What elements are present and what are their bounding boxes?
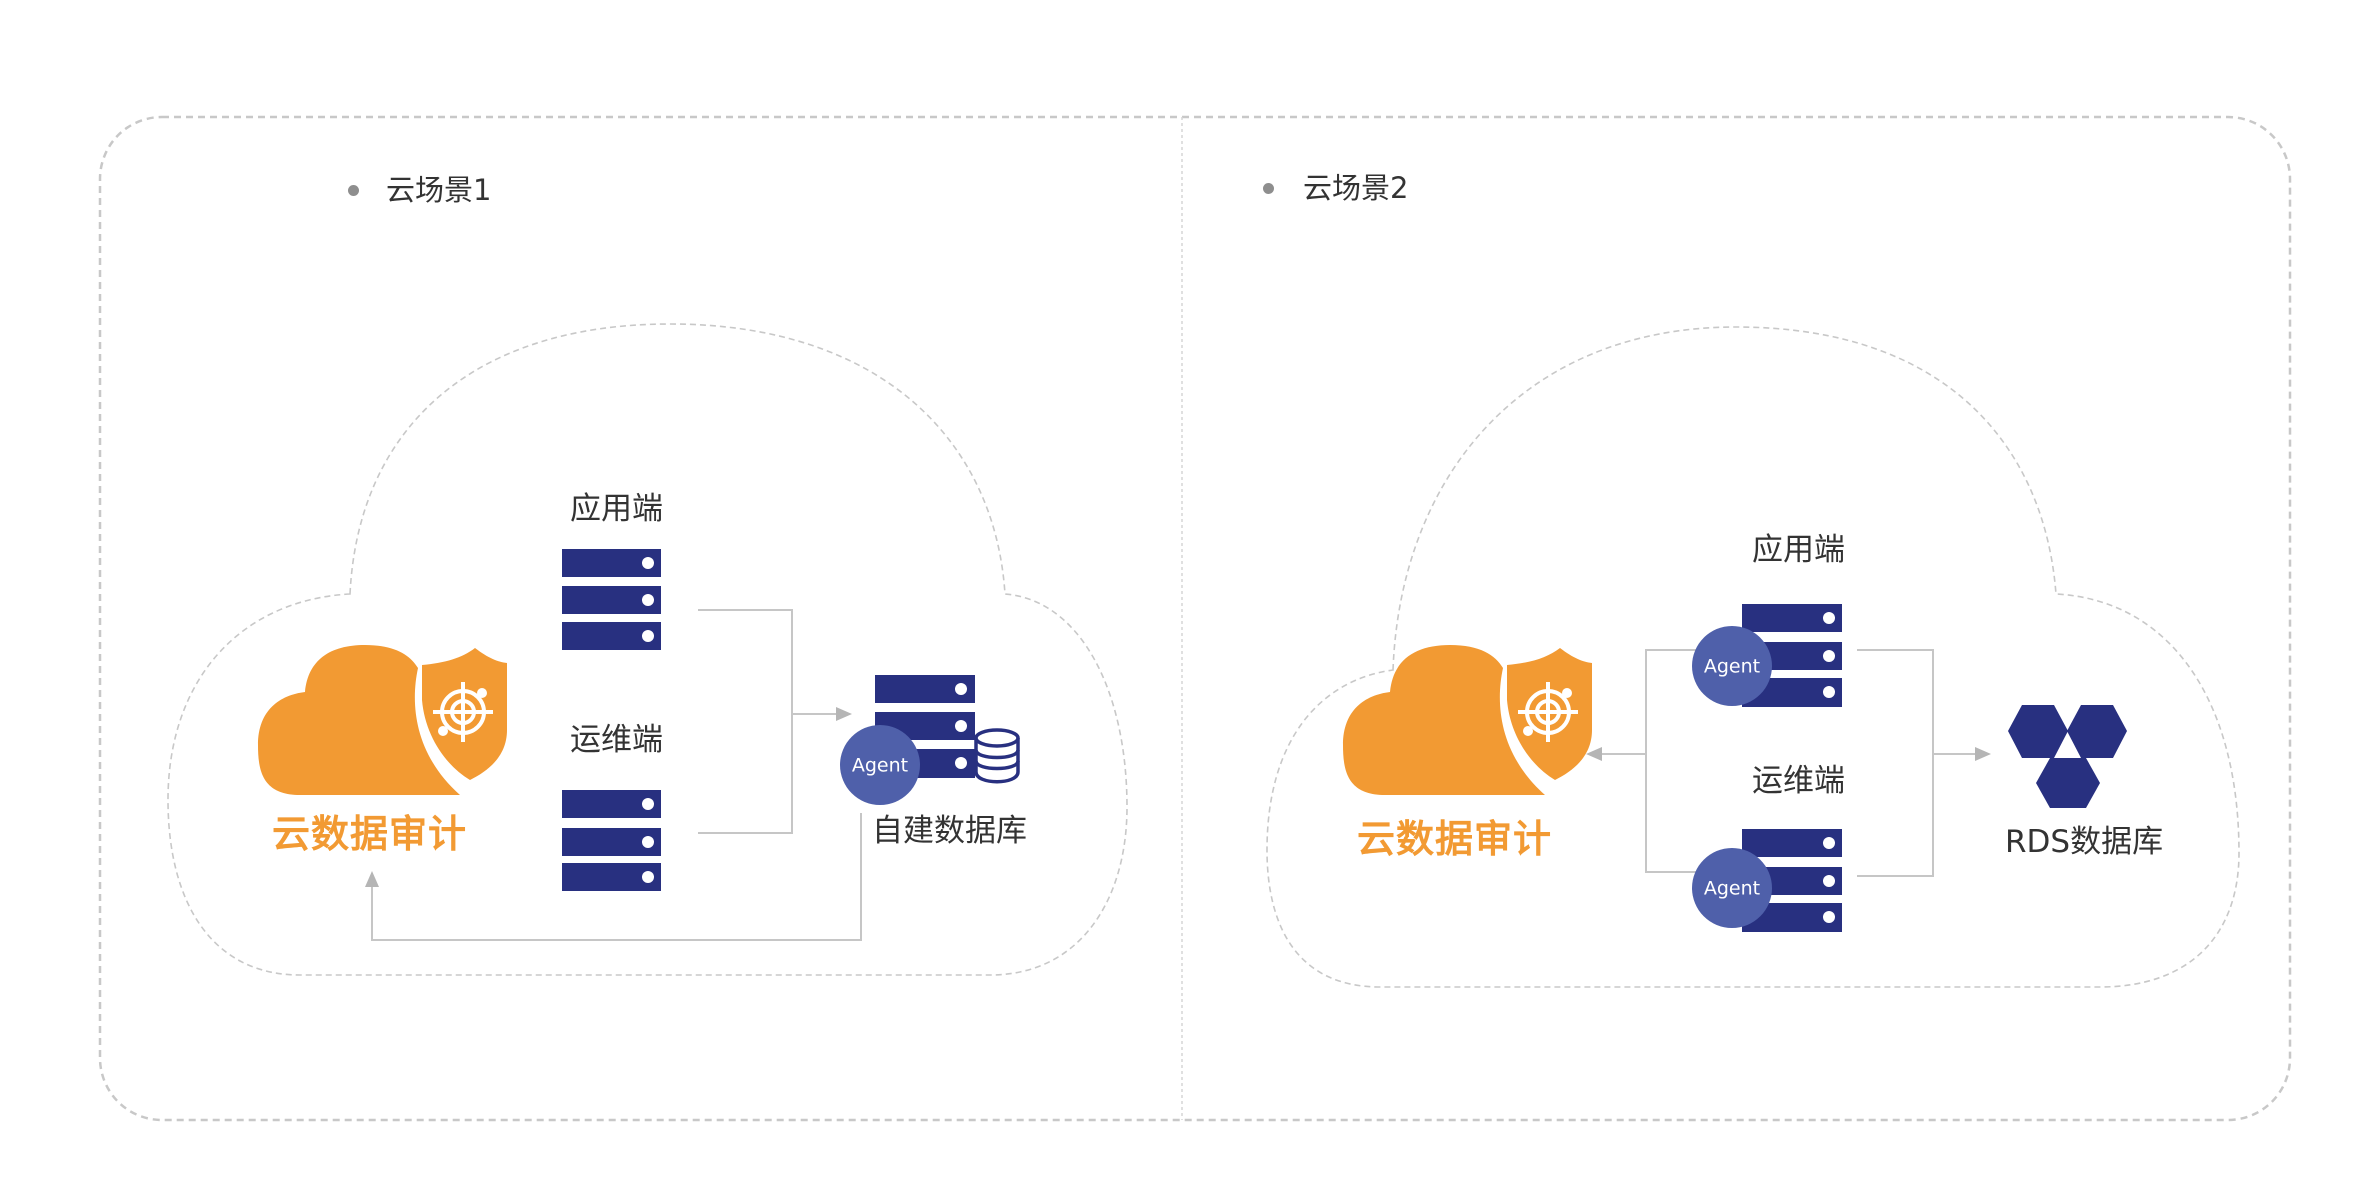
agent-badge	[1692, 626, 1772, 706]
arrow-to-audit	[1586, 747, 1602, 761]
scene2-app-agent-text: Agent	[1703, 655, 1761, 678]
scene2-cloud-outline	[1266, 326, 2240, 988]
scene2-title: 云场景2	[1303, 171, 1409, 205]
scene1-agent-text: Agent	[851, 754, 909, 777]
scene1-brand-label: 云数据审计	[272, 812, 468, 856]
crosshair-dot	[438, 726, 448, 736]
scene2-rds-label: RDS数据库	[2005, 824, 2164, 860]
scene2-ops-agent-text: Agent	[1703, 877, 1761, 900]
scene1-title: 云场景1	[386, 173, 492, 207]
scene1-connector-lines	[371, 609, 862, 941]
crosshair-icon	[1518, 682, 1578, 742]
arrow-to-rds	[1975, 747, 1991, 761]
scene1-db-label: 自建数据库	[872, 813, 1027, 849]
crosshair-dot	[1523, 726, 1533, 736]
outer-frame	[98, 115, 2292, 1122]
cloud-audit-icon	[258, 645, 507, 795]
arrow-to-audit	[365, 871, 379, 887]
crosshair-dot	[1562, 688, 1572, 698]
rds-hexagon-icon	[2008, 705, 2127, 808]
scene1-bullet	[348, 185, 359, 196]
agent-badge	[1692, 848, 1772, 928]
orange-cloud-shape	[258, 645, 460, 795]
agent-badge	[840, 725, 920, 805]
scene1-app-label: 应用端	[570, 491, 663, 527]
scene2-bullet	[1263, 183, 1274, 194]
app-server-icon	[562, 549, 661, 650]
scene2-app-label: 应用端	[1752, 532, 1845, 568]
cloud-audit-icon	[1343, 645, 1592, 795]
orange-cloud-shape	[1343, 645, 1545, 795]
scene2-brand-label: 云数据审计	[1357, 817, 1553, 861]
scene2	[1266, 326, 2240, 988]
crosshair-dot	[477, 688, 487, 698]
database-cylinder-icon	[974, 728, 1020, 784]
scene2-connector-lines	[1600, 649, 1977, 877]
scene1	[167, 323, 1128, 976]
crosshair-icon	[433, 682, 493, 742]
scene2-ops-label: 运维端	[1752, 763, 1845, 799]
app-server-icon	[1742, 604, 1842, 707]
scene1-ops-label: 运维端	[570, 722, 663, 758]
ops-server-icon	[562, 790, 661, 891]
arrow-to-db	[836, 707, 852, 721]
scene1-cloud-outline	[167, 323, 1128, 976]
